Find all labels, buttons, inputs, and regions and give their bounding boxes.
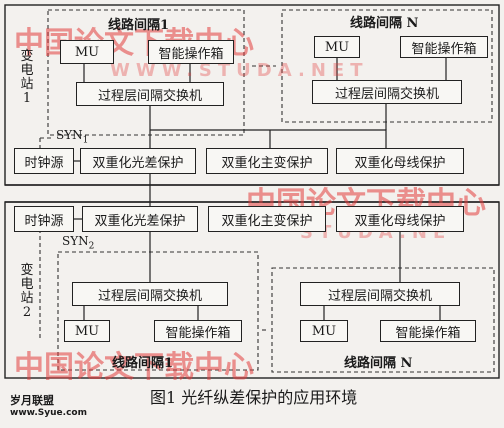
substation1-label: 变电站1 <box>20 49 34 106</box>
s1-bayN-smart-box: 智能操作箱 <box>400 36 488 58</box>
s2-syn-text: SYN <box>62 234 89 248</box>
s1-bay1-smart-box: 智能操作箱 <box>148 40 234 64</box>
s2-clock-source: 时钟源 <box>14 206 74 232</box>
s2-transformer-protection: 双重化主变保护 <box>208 206 326 232</box>
figure-caption: 图1 光纤纵差保护的应用环境 <box>150 388 358 407</box>
s1-transformer-protection: 双重化主变保护 <box>206 148 328 174</box>
s2-syn-label: SYN2 <box>62 234 94 251</box>
watermark-bottom: 中国论文下载中心 <box>14 350 254 385</box>
s1-busbar-protection: 双重化母线保护 <box>336 148 464 174</box>
s2-bay1-title: 线路间隔1 <box>112 356 174 371</box>
s2-syn-sub: 2 <box>88 241 95 252</box>
s1-syn-sub: 1 <box>82 135 89 146</box>
s1-bay1-switch: 过程层间隔交换机 <box>76 82 224 106</box>
s2-busbar-protection: 双重化母线保护 <box>336 206 464 232</box>
s2-bayN-switch: 过程层间隔交换机 <box>300 282 460 306</box>
s2-bayN-title: 线路间隔 N <box>344 356 413 371</box>
s2-bayN-smart-box: 智能操作箱 <box>380 320 476 342</box>
s1-line-diff-protection: 双重化光差保护 <box>80 148 196 174</box>
s1-syn-text: SYN <box>56 128 83 142</box>
s1-bay1-mu: MU <box>60 40 114 64</box>
s2-line-diff-protection: 双重化光差保护 <box>82 206 198 232</box>
watermark-url-top: WWW.STUDA.NET <box>110 60 369 81</box>
s2-bay1-smart-box: 智能操作箱 <box>154 320 242 342</box>
s1-bayN-mu: MU <box>314 36 360 58</box>
s1-bayN-title: 线路间隔 N <box>350 16 419 31</box>
logo-line2: www.Syue.com <box>10 408 87 418</box>
substation2-label: 变电站2 <box>20 263 34 320</box>
s1-clock-source: 时钟源 <box>14 148 74 174</box>
s1-bay1-title: 线路间隔1 <box>108 18 170 33</box>
s2-bay1-mu: MU <box>64 320 110 342</box>
logo-line1: 岁月联盟 <box>10 394 54 407</box>
s1-bayN-switch: 过程层间隔交换机 <box>312 80 462 104</box>
s2-bayN-mu: MU <box>300 320 348 342</box>
s1-syn-label: SYN1 <box>56 128 88 145</box>
site-logo: 岁月联盟 www.Syue.com <box>10 394 87 420</box>
s2-bay1-switch: 过程层间隔交换机 <box>72 282 228 306</box>
